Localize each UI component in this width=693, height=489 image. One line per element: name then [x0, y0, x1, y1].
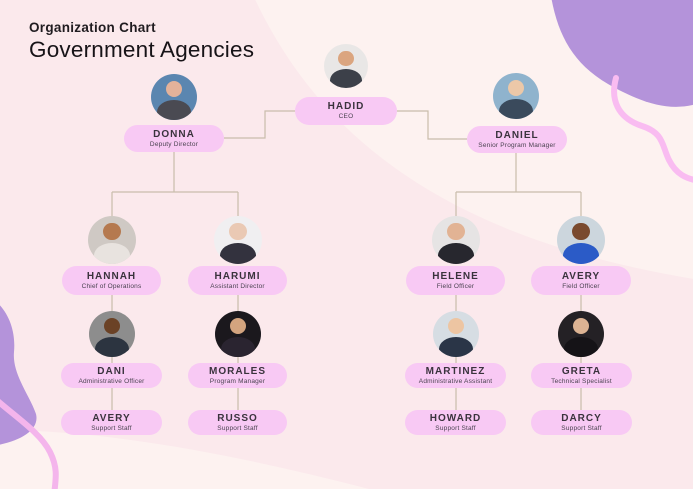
person-pill-greta: GRETA Technical Specialist — [531, 363, 632, 388]
person-name: GRETA — [561, 365, 602, 377]
photo-silhouette-body — [438, 336, 473, 357]
photo-silhouette-head — [103, 317, 121, 335]
person-pill-helene: HELENE Field Officer — [406, 266, 505, 295]
squiggle-bottom-left — [0, 399, 59, 489]
person-name: HADID — [327, 101, 365, 112]
person-pill-daniel: DANIEL Senior Program Manager — [467, 126, 567, 153]
person-role: Technical Specialist — [551, 377, 612, 385]
person-name: DARCY — [561, 412, 602, 424]
photo-silhouette-body — [94, 242, 130, 264]
person-photo-dani — [89, 311, 135, 357]
photo-silhouette-head — [447, 223, 465, 241]
photo-silhouette-head — [572, 223, 590, 241]
person-pill-harumi: HARUMI Assistant Director — [188, 266, 287, 295]
photo-silhouette-head — [507, 79, 525, 97]
person-name: HANNAH — [86, 270, 137, 282]
person-name: HELENE — [432, 270, 479, 282]
light-band-bottom — [0, 430, 370, 489]
photo-silhouette-body — [156, 99, 191, 120]
person-pill-hannah: HANNAH Chief of Operations — [62, 266, 161, 295]
person-pill-howard: HOWARD Support Staff — [405, 410, 506, 435]
person-role: Support Staff — [91, 424, 132, 432]
person-photo-martinez — [433, 311, 479, 357]
photo-silhouette-head — [165, 80, 183, 98]
person-pill-avery-support: AVERY Support Staff — [61, 410, 162, 435]
person-name: HOWARD — [429, 412, 482, 424]
person-role: CEO — [338, 113, 354, 120]
photo-silhouette-body — [563, 336, 598, 357]
person-name: DANI — [97, 365, 126, 377]
photo-silhouette-head — [572, 317, 590, 335]
page-title: Organization Chart — [29, 20, 156, 35]
person-name: DANIEL — [495, 129, 539, 141]
person-name: MARTINEZ — [425, 365, 486, 377]
person-name: RUSSO — [217, 412, 258, 424]
person-role: Senior Program Manager — [478, 141, 556, 149]
person-photo-daniel — [493, 73, 539, 119]
person-photo-morales — [215, 311, 261, 357]
person-pill-donna: DONNA Deputy Director — [124, 125, 224, 152]
person-role: Field Officer — [436, 282, 475, 290]
person-name: AVERY — [92, 412, 131, 424]
person-photo-donna — [151, 74, 197, 120]
photo-silhouette-body — [498, 98, 533, 119]
blob-top-right — [551, 0, 693, 107]
person-photo-harumi — [214, 216, 262, 264]
person-role: Support Staff — [435, 424, 476, 432]
person-pill-avery-field: AVERY Field Officer — [531, 266, 631, 295]
person-name: AVERY — [561, 270, 601, 282]
person-pill-darcy: DARCY Support Staff — [531, 410, 632, 435]
person-role: Administrative Officer — [78, 377, 145, 385]
photo-silhouette-body — [438, 242, 474, 264]
person-photo-hadid — [324, 44, 368, 88]
photo-silhouette-body — [329, 68, 363, 88]
person-role: Assistant Director — [210, 282, 265, 290]
person-name: MORALES — [209, 365, 266, 377]
person-role: Chief of Operations — [81, 282, 142, 290]
photo-silhouette-head — [229, 223, 247, 241]
person-role: Support Staff — [217, 424, 258, 432]
person-name: DONNA — [153, 128, 195, 140]
person-pill-dani: DANI Administrative Officer — [61, 363, 162, 388]
person-pill-martinez: MARTINEZ Administrative Assistant — [405, 363, 506, 388]
person-role: Field Officer — [562, 282, 600, 290]
person-photo-avery-field — [557, 216, 605, 264]
person-role: Deputy Director — [149, 140, 199, 148]
photo-silhouette-head — [447, 317, 465, 335]
photo-silhouette-body — [563, 242, 599, 264]
photo-silhouette-head — [103, 223, 121, 241]
person-pill-hadid: HADID CEO — [295, 97, 397, 125]
person-pill-russo: RUSSO Support Staff — [188, 410, 287, 435]
photo-silhouette-body — [94, 336, 129, 357]
person-photo-hannah — [88, 216, 136, 264]
photo-silhouette-head — [229, 317, 247, 335]
page-subtitle: Government Agencies — [29, 37, 255, 62]
person-name: HARUMI — [214, 270, 261, 282]
photo-silhouette-head — [338, 50, 354, 67]
person-photo-greta — [558, 311, 604, 357]
photo-silhouette-body — [220, 242, 256, 264]
person-role: Support Staff — [561, 424, 602, 432]
person-photo-helene — [432, 216, 480, 264]
person-role: Program Manager — [209, 377, 266, 385]
photo-silhouette-body — [220, 336, 255, 357]
person-role: Administrative Assistant — [418, 377, 493, 385]
blob-bottom-left — [0, 305, 37, 445]
header: Organization Chart Government Agencies — [29, 20, 254, 63]
person-pill-morales: MORALES Program Manager — [188, 363, 287, 388]
squiggle-top-right — [611, 75, 693, 183]
